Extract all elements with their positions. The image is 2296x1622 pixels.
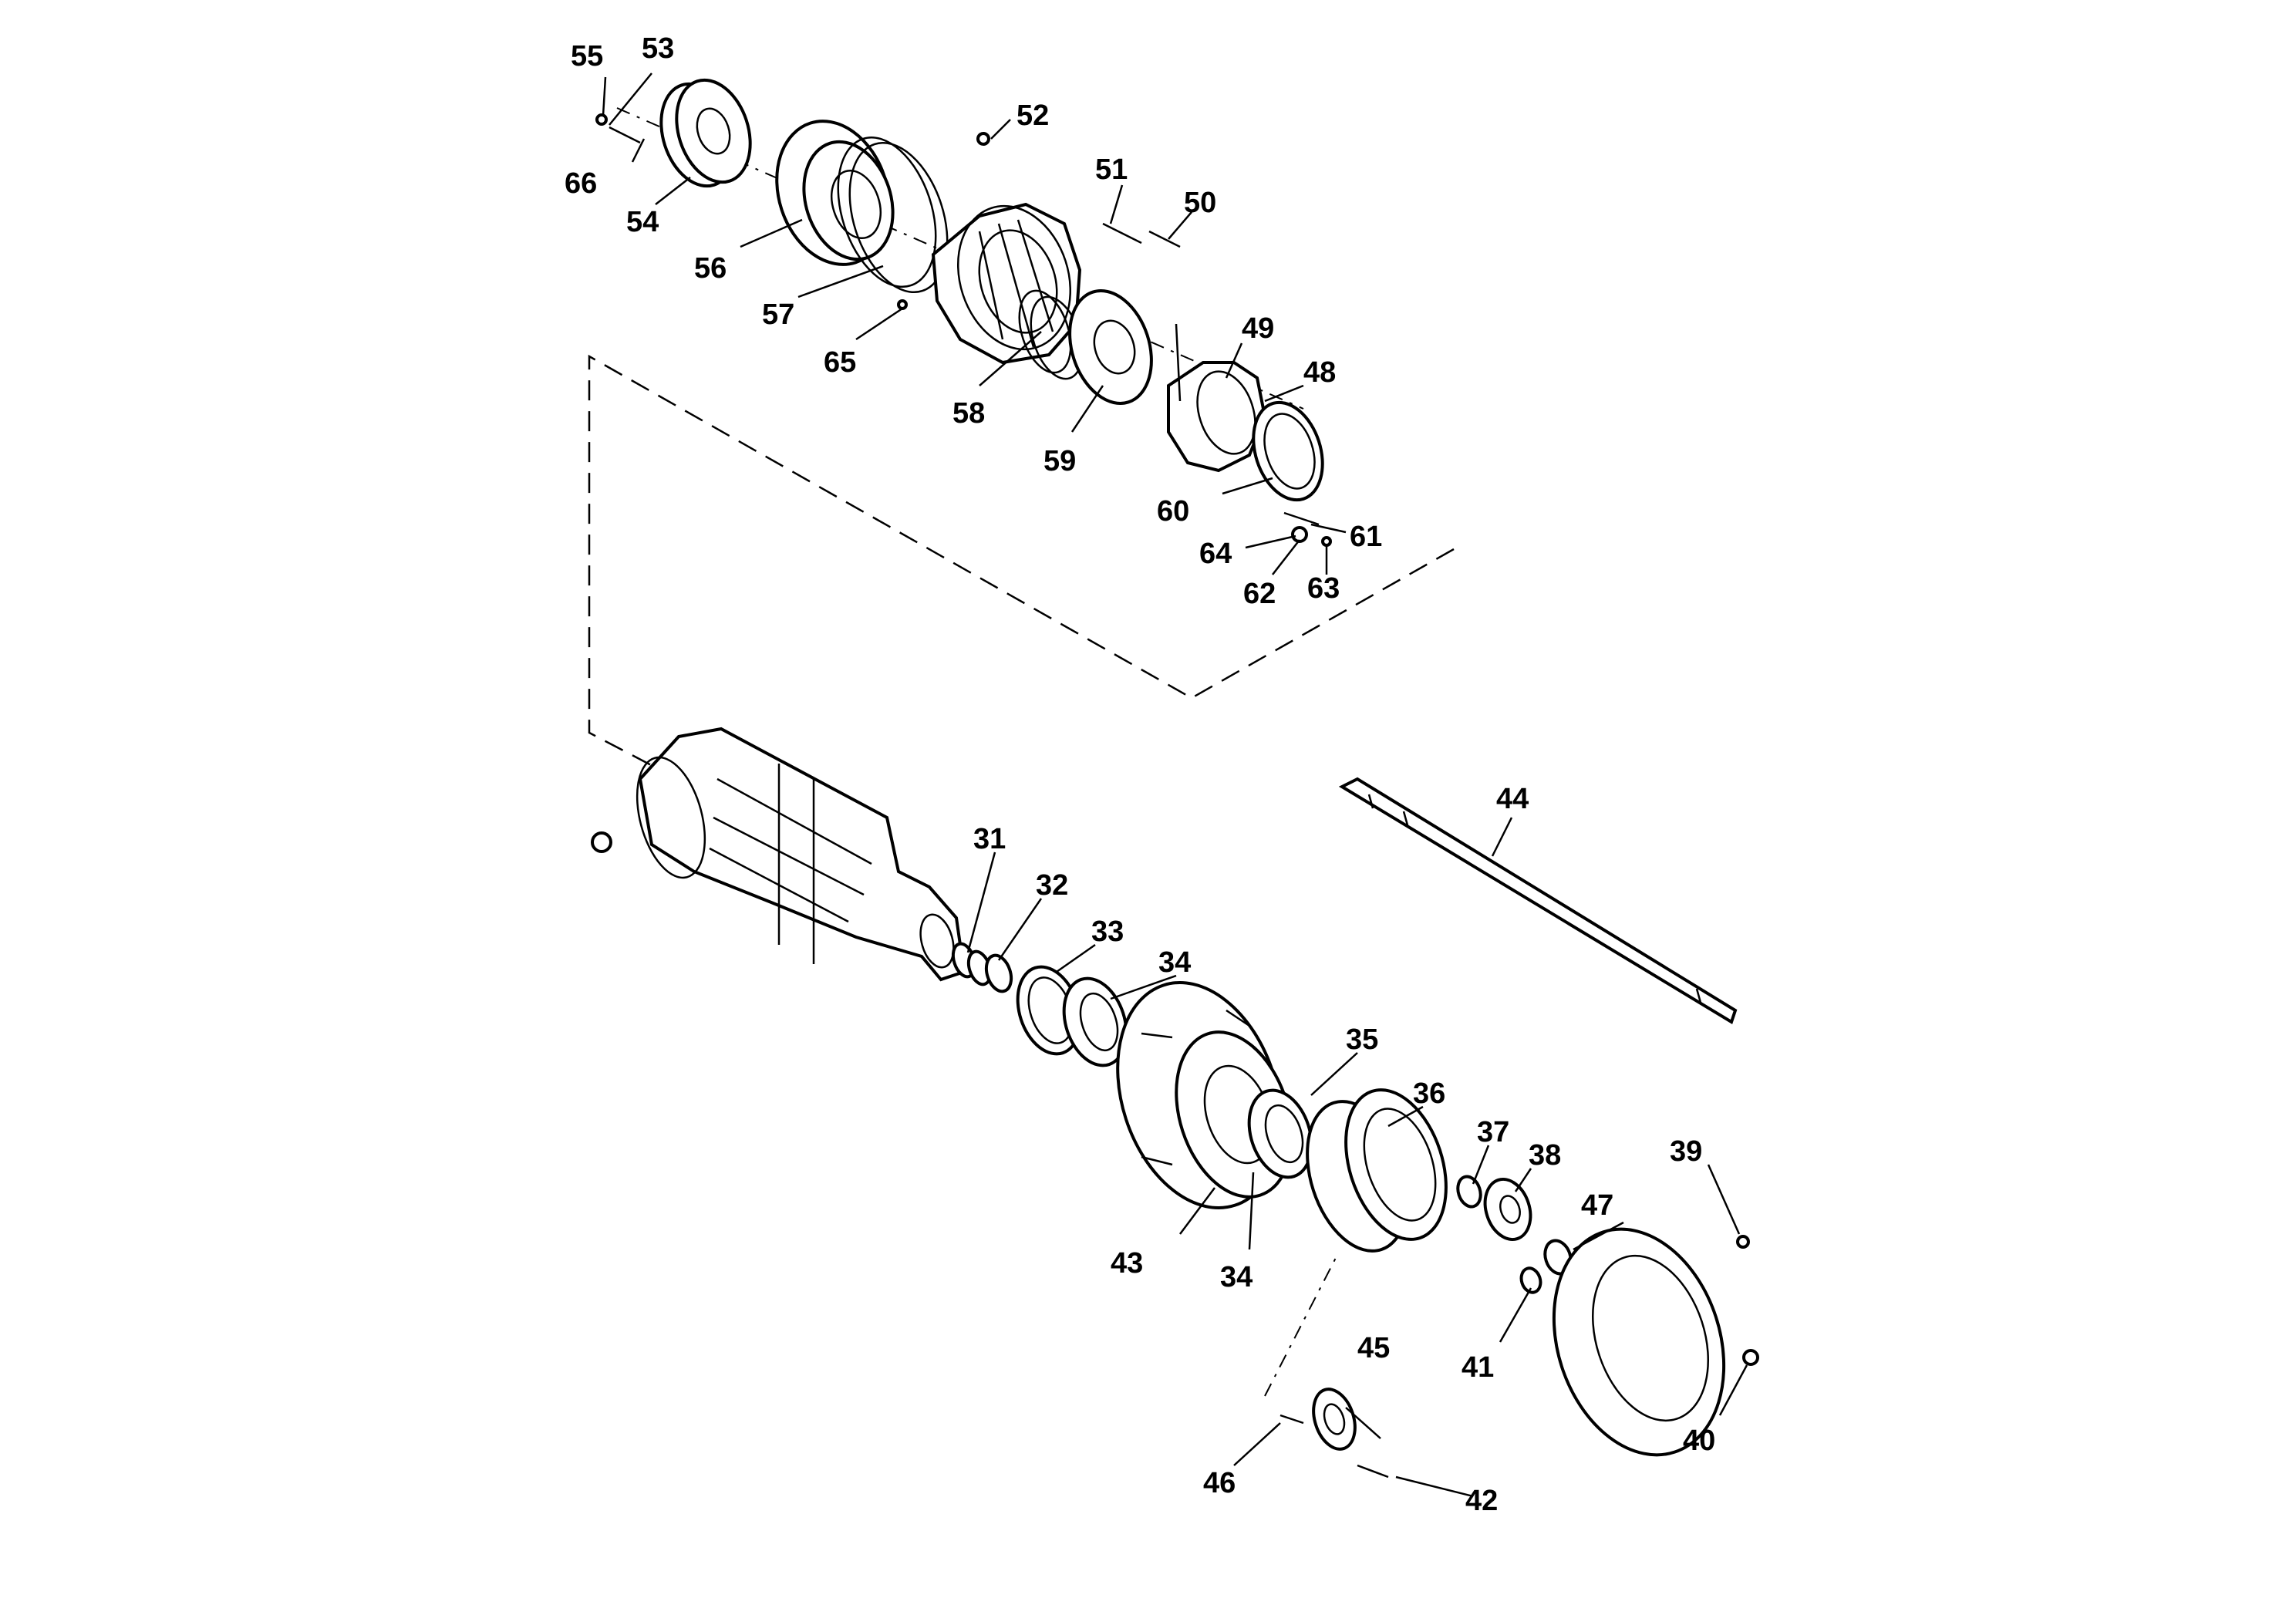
part-label-42: 42 bbox=[1465, 1485, 1498, 1517]
part-label-51: 51 bbox=[1095, 153, 1128, 186]
part-label-60: 60 bbox=[1157, 495, 1189, 528]
part-label-56: 56 bbox=[694, 252, 727, 285]
tapered-bearing-part bbox=[1062, 976, 1128, 1067]
part-label-36: 36 bbox=[1413, 1077, 1445, 1110]
part-label-32: 32 bbox=[1036, 869, 1068, 902]
part-label-44: 44 bbox=[1496, 783, 1529, 815]
axle-shaft-part bbox=[1338, 777, 1738, 1025]
part-label-57: 57 bbox=[762, 298, 794, 331]
part-label-65: 65 bbox=[824, 346, 856, 379]
part-label-40: 40 bbox=[1683, 1425, 1715, 1457]
ring-gear-part bbox=[1306, 1088, 1448, 1253]
upper-assembly bbox=[595, 78, 1332, 547]
o-ring-part bbox=[837, 136, 949, 294]
bolt-part bbox=[595, 113, 641, 144]
part-label-63: 63 bbox=[1307, 572, 1340, 605]
thrust-ring-part bbox=[1279, 1388, 1389, 1479]
part-label-43: 43 bbox=[1111, 1247, 1143, 1280]
part-label-54: 54 bbox=[626, 206, 659, 238]
part-label-58: 58 bbox=[952, 397, 985, 430]
differential-part bbox=[1167, 323, 1267, 473]
part-label-34-lower: 34 bbox=[1220, 1261, 1253, 1293]
piston-part bbox=[775, 120, 895, 266]
part-label-53: 53 bbox=[642, 32, 674, 65]
part-label-47: 47 bbox=[1581, 1189, 1613, 1222]
part-label-50: 50 bbox=[1184, 187, 1216, 219]
part-label-49: 49 bbox=[1242, 312, 1274, 345]
part-label-66: 66 bbox=[565, 167, 597, 200]
hub-cover-part bbox=[1552, 1227, 1759, 1457]
hub-bearing-part bbox=[1247, 1088, 1313, 1179]
brake-plate-part bbox=[1068, 289, 1153, 405]
part-label-62: 62 bbox=[1243, 578, 1276, 610]
part-label-61: 61 bbox=[1350, 521, 1382, 553]
part-label-37: 37 bbox=[1477, 1116, 1509, 1148]
part-labels: 55 53 66 54 52 51 50 56 57 65 58 59 49 4… bbox=[565, 32, 1715, 1517]
leader-lines bbox=[602, 73, 1748, 1498]
thrust-washer-part bbox=[659, 78, 752, 188]
part-label-59: 59 bbox=[1043, 445, 1076, 477]
part-label-64: 64 bbox=[1199, 538, 1232, 570]
bearing-part bbox=[951, 942, 1013, 993]
brake-housing-part bbox=[931, 132, 1082, 365]
pin-part bbox=[1102, 222, 1181, 248]
part-label-55: 55 bbox=[571, 40, 603, 73]
part-label-45: 45 bbox=[1357, 1332, 1390, 1364]
part-label-39: 39 bbox=[1670, 1135, 1702, 1168]
part-label-48: 48 bbox=[1303, 356, 1336, 389]
part-label-31: 31 bbox=[973, 823, 1006, 855]
part-label-33: 33 bbox=[1091, 916, 1124, 948]
part-label-41: 41 bbox=[1462, 1351, 1494, 1384]
lower-axis-line bbox=[1264, 1253, 1339, 1397]
part-label-35: 35 bbox=[1346, 1023, 1378, 1056]
assembly-connector-line bbox=[588, 354, 1455, 769]
bearing-ring-part bbox=[1252, 400, 1324, 502]
axle-housing-part bbox=[591, 727, 966, 982]
part-label-38: 38 bbox=[1529, 1139, 1561, 1172]
part-label-34-upper: 34 bbox=[1158, 946, 1191, 979]
part-label-52: 52 bbox=[1017, 99, 1049, 132]
part-label-46: 46 bbox=[1203, 1467, 1236, 1499]
planet-gear-part bbox=[1456, 1175, 1532, 1242]
sun-gear-part bbox=[1519, 1239, 1573, 1294]
